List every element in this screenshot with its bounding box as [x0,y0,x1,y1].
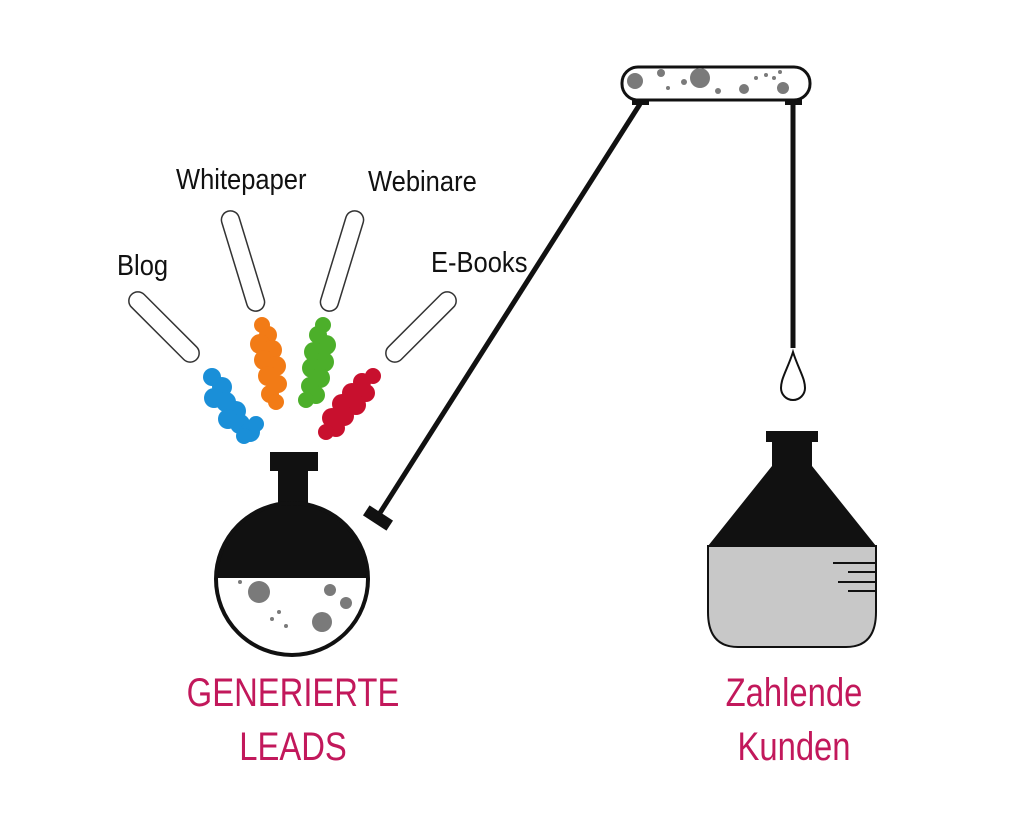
caption-leads: GENERIERTE LEADS [187,666,400,774]
label-whitepaper: Whitepaper [176,164,307,196]
stream-whitepaper [250,317,287,410]
transfer-tube [375,102,643,518]
erlenmeyer-flask [707,431,877,648]
tube-joint [362,505,394,531]
stream-blog [203,368,264,444]
drop-icon [779,348,807,401]
caption-customers-line2: Kunden [737,725,851,769]
round-flask [214,452,370,657]
caption-customers-line1: Zahlende [725,671,863,715]
test-tube-webinare [319,210,365,312]
stream-ebooks [318,368,381,440]
condenser [620,65,812,105]
caption-leads-line1: GENERIERTE [186,671,400,715]
caption-customers: Zahlende Kunden [726,666,863,774]
test-tube-whitepaper [220,210,266,312]
label-webinare: Webinare [368,166,477,198]
test-tube-blog [128,291,200,363]
label-ebooks: E-Books [431,247,528,279]
test-tube-ebooks [385,291,457,363]
stream-webinare [298,317,336,408]
caption-leads-line2: LEADS [239,725,347,769]
label-blog: Blog [117,250,169,282]
